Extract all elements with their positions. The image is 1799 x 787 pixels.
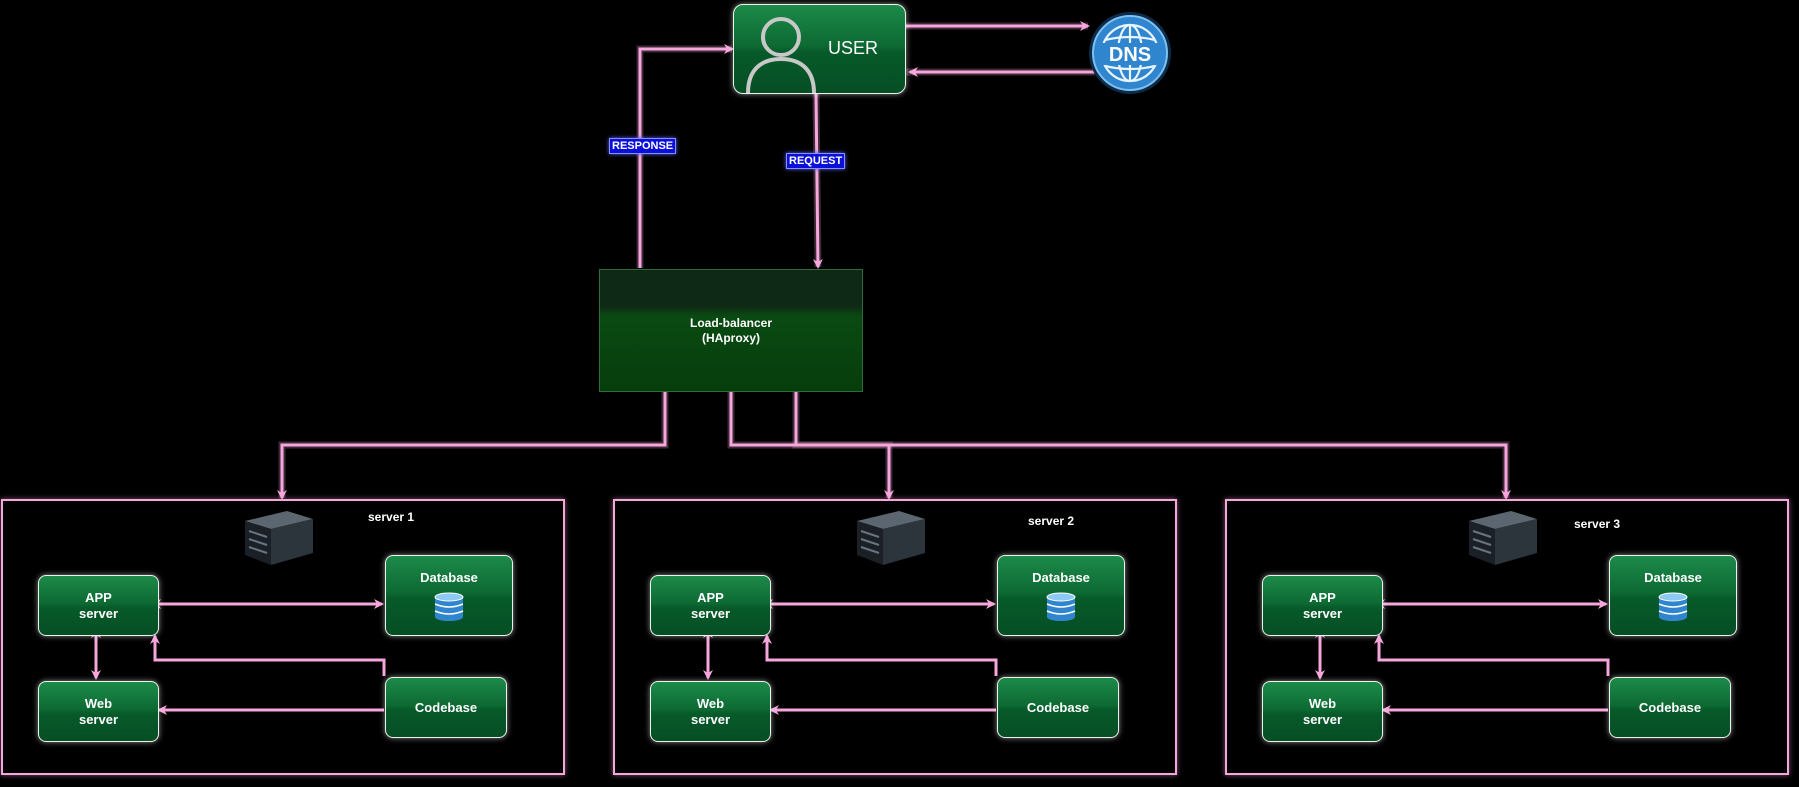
codebase-label: Codebase — [1638, 699, 1702, 715]
database-label: Database — [1032, 570, 1090, 585]
load-balancer-node[interactable]: Load-balancer (HAproxy) — [599, 269, 863, 392]
server-rack-icon — [1469, 511, 1537, 565]
dns-label: DNS — [1109, 44, 1151, 66]
web-server-label: Web server — [690, 695, 731, 727]
server1-internal-connectors — [91, 599, 386, 715]
lb-to-server1-connector — [277, 392, 667, 500]
app-server-node[interactable]: APP server — [1262, 575, 1383, 636]
web-server-node[interactable]: Web server — [650, 681, 771, 742]
server-1-container[interactable]: server 1 APP server Database Web server … — [1, 499, 565, 775]
web-server-node[interactable]: Web server — [1262, 681, 1383, 742]
codebase-label: Codebase — [414, 699, 478, 715]
database-icon — [434, 592, 464, 621]
database-icon — [1046, 592, 1076, 621]
request-label: REQUEST — [786, 153, 846, 169]
user-icon — [746, 17, 816, 93]
dns-globe-icon[interactable]: DNS — [1087, 10, 1173, 96]
load-balancer-label: Load-balancer (HAproxy) — [689, 315, 773, 345]
codebase-label: Codebase — [1026, 699, 1090, 715]
server-title: server 3 — [1574, 517, 1621, 531]
database-node[interactable]: Database — [997, 555, 1125, 636]
database-label: Database — [420, 570, 478, 585]
codebase-node[interactable]: Codebase — [997, 677, 1119, 738]
server-rack-icon — [245, 511, 313, 565]
server-title: server 1 — [368, 510, 415, 524]
app-server-label: APP server — [690, 589, 731, 621]
server-title: server 2 — [1028, 514, 1075, 528]
app-server-label: APP server — [1302, 589, 1343, 621]
server-rack-icon — [857, 511, 925, 565]
app-server-node[interactable]: APP server — [650, 575, 771, 636]
codebase-node[interactable]: Codebase — [1609, 677, 1731, 738]
web-server-node[interactable]: Web server — [38, 681, 159, 742]
codebase-node[interactable]: Codebase — [385, 677, 507, 738]
app-server-node[interactable]: APP server — [38, 575, 159, 636]
database-node[interactable]: Database — [385, 555, 513, 636]
database-icon — [1658, 592, 1688, 621]
server-3-container[interactable]: server 3 APP server Database Web server … — [1225, 499, 1789, 775]
response-connector — [638, 44, 734, 268]
database-node[interactable]: Database — [1609, 555, 1737, 636]
web-server-label: Web server — [1302, 695, 1343, 727]
lb-to-server3-connector — [794, 392, 1511, 500]
database-label: Database — [1644, 570, 1702, 585]
server2-internal-connectors — [703, 599, 998, 715]
app-server-label: APP server — [78, 589, 119, 621]
request-connector — [812, 93, 823, 269]
response-label: RESPONSE — [609, 138, 677, 154]
server-2-container[interactable]: server 2 APP server Database Web server … — [613, 499, 1177, 775]
user-node[interactable]: USER — [733, 4, 906, 94]
server3-internal-connectors — [1315, 599, 1610, 715]
web-server-label: Web server — [78, 695, 119, 727]
user-label: USER — [828, 38, 879, 58]
